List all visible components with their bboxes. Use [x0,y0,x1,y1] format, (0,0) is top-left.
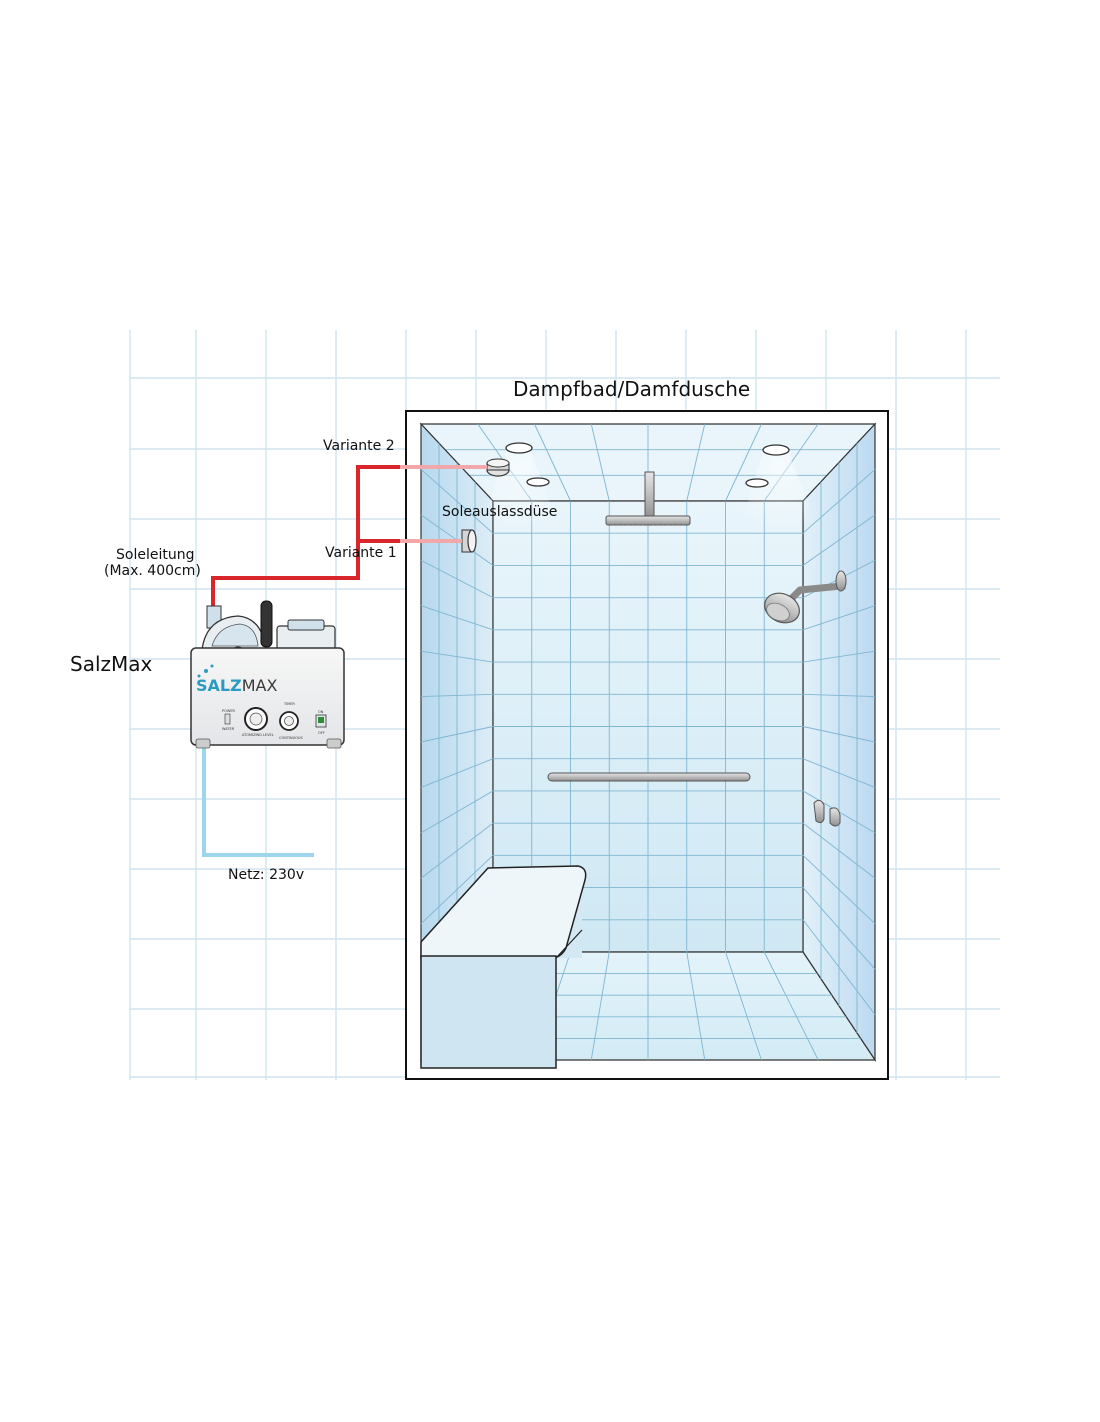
salzmax-device: SALZMAX POWER WATER ATOMIZING LEVEL TIME… [190,600,345,749]
tile-line [802,855,876,925]
tile-line [725,423,762,502]
tile-line [420,650,494,663]
tile-line [590,423,610,502]
tile-line [802,693,876,698]
nozzle-variant-2 [486,458,510,477]
label-brine-line: Soleleitung [116,547,195,563]
tile-line [686,951,706,1061]
tile-line [420,855,494,925]
rain-shower-head [605,471,691,526]
brine-lines [211,465,487,610]
tile-line [802,605,876,631]
tile-line [420,605,494,631]
mixer-valve [813,799,841,827]
timer-label: TIMER [283,702,295,706]
grab-bar [547,772,751,782]
tile-line [725,951,762,1061]
tile-line [420,693,494,698]
diagram-title: Dampfbad/Damfdusche [513,377,751,401]
off-label: OFF [318,731,325,735]
wall-shower-head [764,570,847,624]
on-label: ON [318,710,324,714]
tile-line [802,758,876,788]
power-switch [224,713,231,725]
brand-alz: ALZ [208,676,242,695]
tile-line [802,726,876,743]
svg-text:SALZMAX: SALZMAX [196,676,277,695]
tile-line [802,822,876,879]
power-line [202,748,314,857]
tile-line [420,790,494,834]
tile-line [686,423,706,502]
tile-line [802,887,876,970]
tile-line [420,758,494,788]
tile-line [802,919,876,1015]
tile-line [420,469,494,534]
label-variant-2: Variante 2 [323,438,395,454]
label-nozzle: Soleauslassdüse [442,504,558,520]
continuous-label: CONTINUOUS [279,736,303,740]
brand-drop-icon [204,669,208,673]
tile-line [420,822,494,879]
label-power: Netz: 230v [228,867,305,883]
tile-line [802,514,876,566]
power-switch-label: POWER [222,709,236,713]
tile-line [420,559,494,599]
brand-max: MAX [242,676,278,695]
label-brine-line-max: (Max. 400cm) [104,563,201,579]
brand-s: S [196,676,208,695]
label-variant-1: Variante 1 [325,545,397,561]
tile-line [420,726,494,743]
tile-line [590,951,610,1061]
tile-line [534,423,571,502]
tile-line [763,951,819,1061]
atomizing-level-label: ATOMIZING LEVEL [242,733,274,737]
water-indicator-label: WATER [222,727,235,731]
nozzle-variant-1 [461,529,477,553]
bench [420,865,587,1069]
label-device: SalzMax [70,652,153,676]
tile-line [802,650,876,663]
